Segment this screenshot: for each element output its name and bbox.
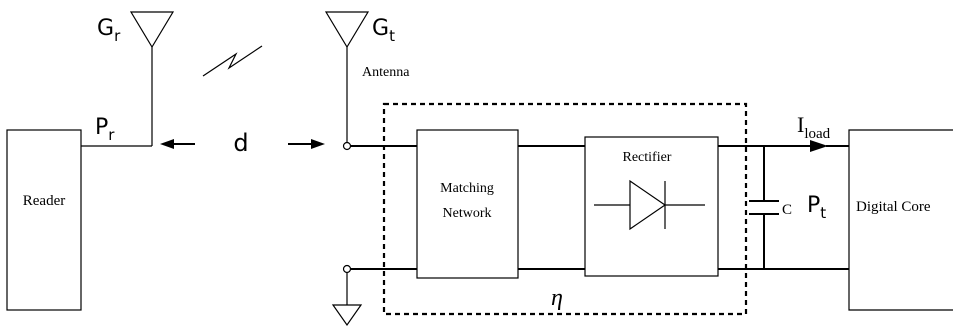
antenna-label: Antenna — [362, 65, 410, 80]
tag-antenna-icon — [324, 11, 370, 49]
rectifier-label: Rectifier — [623, 150, 672, 165]
tag-gain-label: Gt — [372, 16, 395, 45]
ground-icon — [331, 304, 363, 327]
matching-network-label-line1: Matching — [440, 181, 494, 196]
arrow-head-left-icon — [160, 139, 174, 149]
digital-core-box — [848, 129, 953, 311]
arrow-head-right-icon — [311, 139, 325, 149]
capacitor-label: C — [782, 202, 792, 218]
wireless-link-icon — [202, 45, 263, 77]
rectifier-box — [584, 136, 719, 277]
matching-network-box — [416, 129, 519, 279]
reader-box — [6, 129, 82, 311]
energy-harvester-boundary — [382, 102, 748, 316]
reader-gain-label: Gr — [97, 16, 121, 45]
reader-power-label: Pr — [95, 115, 115, 144]
distance-label: d — [233, 129, 248, 157]
tag-power-label: Pt — [807, 193, 826, 222]
digital-core-label: Digital Core — [856, 199, 931, 215]
load-current-label: Iload — [797, 112, 831, 142]
bottom-terminal — [342, 264, 352, 274]
current-arrow-icon — [810, 140, 828, 152]
efficiency-label: η — [551, 285, 563, 311]
matching-network-label-line2: Network — [443, 206, 492, 221]
top-terminal — [342, 141, 352, 151]
diode-icon — [629, 179, 667, 231]
reader-antenna-icon — [129, 11, 175, 49]
reader-label: Reader — [23, 193, 65, 209]
